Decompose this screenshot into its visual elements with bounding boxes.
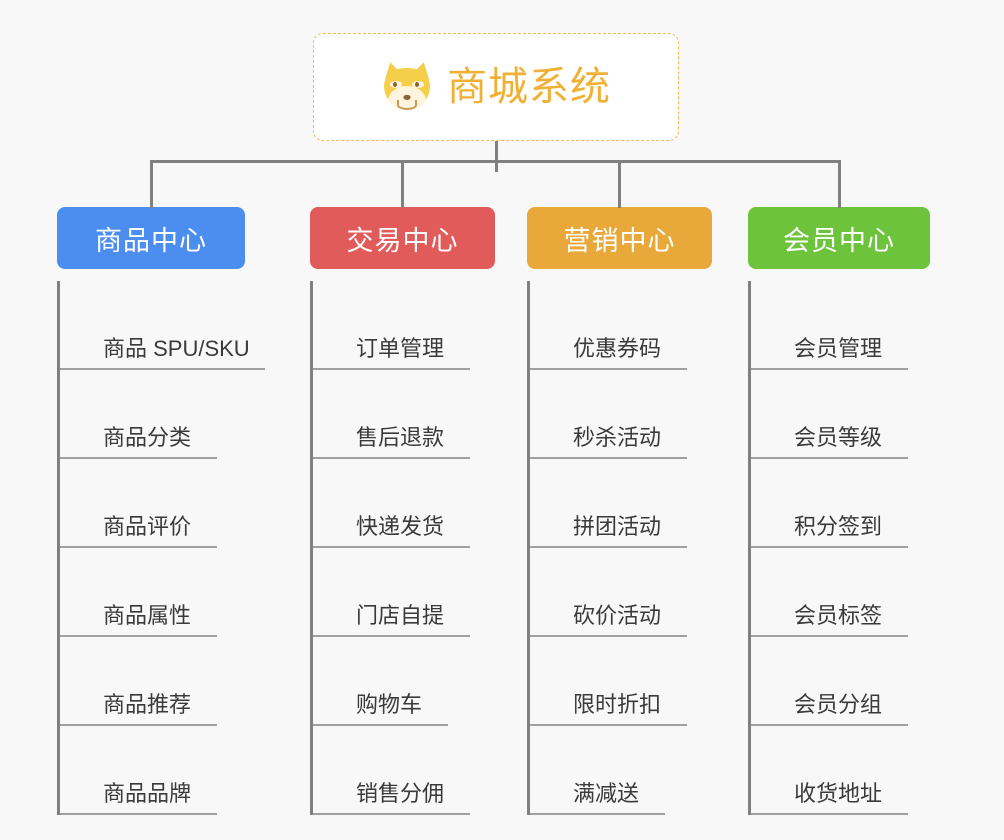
leaf-item[interactable]: 会员分组 — [751, 637, 930, 726]
leaf-item-underline — [751, 635, 908, 637]
leaf-item-label: 会员管理 — [794, 335, 883, 361]
leaf-item[interactable]: 秒杀活动 — [530, 370, 712, 459]
leaf-item-underline — [751, 368, 908, 370]
leaf-item[interactable]: 会员等级 — [751, 370, 930, 459]
leaf-item-underline — [751, 724, 908, 726]
connector-drop-3 — [838, 160, 841, 208]
leaf-item-label: 商品分类 — [103, 424, 192, 450]
category-column-3: 会员中心会员管理会员等级积分签到会员标签会员分组收货地址 — [748, 207, 930, 815]
leaf-item-label: 收货地址 — [794, 780, 883, 806]
leaf-item[interactable]: 售后退款 — [313, 370, 495, 459]
leaf-item-label: 商品 SPU/SKU — [103, 335, 250, 361]
leaf-item-underline — [530, 368, 687, 370]
leaf-item[interactable]: 商品分类 — [60, 370, 245, 459]
leaf-item-underline — [751, 546, 908, 548]
leaf-item-label: 积分签到 — [794, 513, 883, 539]
category-header-2[interactable]: 营销中心 — [527, 207, 712, 269]
leaf-list-0: 商品 SPU/SKU 商品分类商品评价商品属性商品推荐商品品牌 — [57, 281, 265, 815]
leaf-item-label: 会员标签 — [794, 602, 883, 628]
leaf-item[interactable]: 快递发货 — [313, 459, 495, 548]
leaf-item-label: 优惠券码 — [573, 335, 662, 361]
leaf-item-underline — [530, 635, 687, 637]
leaf-item-label: 秒杀活动 — [573, 424, 662, 450]
connector-horizontal-bar — [150, 160, 840, 163]
leaf-item-underline — [530, 457, 687, 459]
leaf-item[interactable]: 收货地址 — [751, 726, 930, 815]
leaf-item-label: 购物车 — [356, 691, 423, 717]
leaf-item-underline — [313, 457, 470, 459]
leaf-item-underline — [60, 368, 265, 370]
leaf-item[interactable]: 满减送 — [530, 726, 712, 815]
leaf-item[interactable]: 会员管理 — [751, 281, 930, 370]
leaf-item-label: 商品属性 — [103, 602, 192, 628]
leaf-list-3: 会员管理会员等级积分签到会员标签会员分组收货地址 — [748, 281, 930, 815]
leaf-spine-3 — [748, 281, 751, 815]
leaf-item[interactable]: 会员标签 — [751, 548, 930, 637]
leaf-item-underline — [751, 457, 908, 459]
root-node[interactable]: 商城系统 — [313, 33, 679, 141]
shiba-dog-face-icon — [381, 60, 433, 113]
leaf-item[interactable]: 拼团活动 — [530, 459, 712, 548]
leaf-spine-0 — [57, 281, 60, 815]
leaf-item[interactable]: 商品品牌 — [60, 726, 245, 815]
leaf-item[interactable]: 销售分佣 — [313, 726, 495, 815]
leaf-item-underline — [313, 813, 470, 815]
leaf-item-label: 砍价活动 — [573, 602, 662, 628]
category-header-3[interactable]: 会员中心 — [748, 207, 930, 269]
root-title: 商城系统 — [447, 65, 611, 109]
leaf-spine-1 — [310, 281, 313, 815]
leaf-item-underline — [313, 368, 470, 370]
leaf-item-underline — [313, 546, 470, 548]
leaf-list-1: 订单管理售后退款快递发货门店自提购物车销售分佣 — [310, 281, 495, 815]
leaf-item-label: 商品评价 — [103, 513, 192, 539]
leaf-item[interactable]: 限时折扣 — [530, 637, 712, 726]
leaf-item-underline — [313, 635, 470, 637]
leaf-item-underline — [530, 813, 665, 815]
category-column-0: 商品中心商品 SPU/SKU 商品分类商品评价商品属性商品推荐商品品牌 — [57, 207, 265, 815]
leaf-item[interactable]: 购物车 — [313, 637, 495, 726]
leaf-item-underline — [751, 813, 908, 815]
leaf-item[interactable]: 优惠券码 — [530, 281, 712, 370]
leaf-item-underline — [60, 635, 217, 637]
leaf-item-label: 商品品牌 — [103, 780, 192, 806]
leaf-item-underline — [530, 724, 687, 726]
leaf-item-underline — [60, 457, 217, 459]
leaf-item[interactable]: 商品 SPU/SKU — [60, 281, 265, 370]
leaf-item-label: 会员等级 — [794, 424, 883, 450]
leaf-item-label: 拼团活动 — [573, 513, 662, 539]
category-column-1: 交易中心订单管理售后退款快递发货门店自提购物车销售分佣 — [310, 207, 495, 815]
leaf-item[interactable]: 商品评价 — [60, 459, 245, 548]
connector-drop-1 — [401, 160, 404, 208]
leaf-item-label: 门店自提 — [356, 602, 445, 628]
leaf-item-label: 限时折扣 — [573, 691, 662, 717]
leaf-item-underline — [60, 724, 217, 726]
leaf-item-label: 会员分组 — [794, 691, 883, 717]
leaf-item-label: 订单管理 — [356, 335, 445, 361]
leaf-item-underline — [530, 546, 687, 548]
leaf-item[interactable]: 砍价活动 — [530, 548, 712, 637]
leaf-list-2: 优惠券码秒杀活动拼团活动砍价活动限时折扣满减送 — [527, 281, 712, 815]
connector-drop-0 — [150, 160, 153, 208]
leaf-item-underline — [60, 813, 217, 815]
leaf-item[interactable]: 商品属性 — [60, 548, 245, 637]
leaf-item-label: 销售分佣 — [356, 780, 445, 806]
connector-drop-2 — [618, 160, 621, 208]
leaf-item-underline — [313, 724, 448, 726]
leaf-item[interactable]: 积分签到 — [751, 459, 930, 548]
leaf-item-underline — [60, 546, 217, 548]
category-column-2: 营销中心优惠券码秒杀活动拼团活动砍价活动限时折扣满减送 — [527, 207, 712, 815]
leaf-item-label: 满减送 — [573, 780, 640, 806]
leaf-item[interactable]: 订单管理 — [313, 281, 495, 370]
leaf-item-label: 商品推荐 — [103, 691, 192, 717]
leaf-item-label: 售后退款 — [356, 424, 445, 450]
category-header-0[interactable]: 商品中心 — [57, 207, 245, 269]
connector-root-stem — [495, 141, 498, 172]
leaf-spine-2 — [527, 281, 530, 815]
leaf-item[interactable]: 门店自提 — [313, 548, 495, 637]
leaf-item[interactable]: 商品推荐 — [60, 637, 245, 726]
category-header-1[interactable]: 交易中心 — [310, 207, 495, 269]
leaf-item-label: 快递发货 — [356, 513, 445, 539]
